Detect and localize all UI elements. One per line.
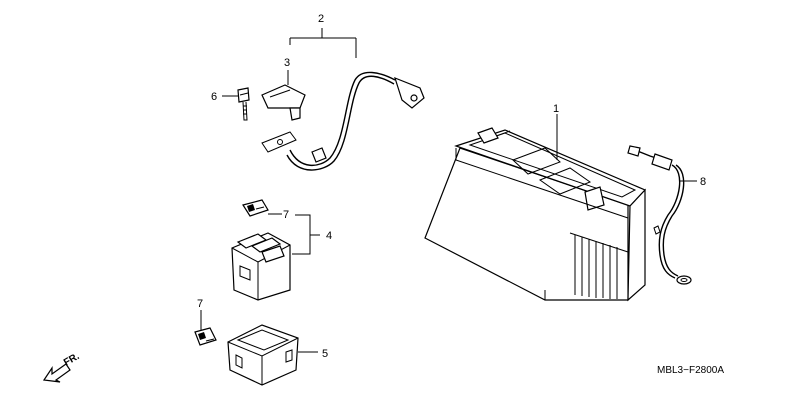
diagram-code: MBL3−F2800A [657, 365, 724, 376]
battery [424, 127, 647, 302]
fuse-lower [194, 327, 217, 346]
negative-cable [261, 71, 425, 171]
callout-3: 3 [284, 57, 290, 69]
front-label: FR. [62, 351, 82, 369]
bolt [237, 87, 250, 121]
callout-1: 1 [553, 103, 559, 115]
terminal-cover [261, 84, 306, 121]
callout-2: 2 [318, 13, 324, 25]
callout-4: 4 [326, 230, 332, 242]
positive-cable [627, 145, 692, 285]
front-direction-arrow: FR. [42, 351, 82, 383]
relay [231, 232, 291, 301]
callout-8: 8 [700, 176, 706, 188]
callout-5: 5 [322, 348, 328, 360]
callout-6: 6 [211, 91, 217, 103]
relay-holder [227, 324, 299, 386]
leader-lines [200, 28, 697, 353]
fuse-upper [242, 199, 269, 217]
callout-7-lower: 7 [197, 298, 203, 310]
callout-7-upper: 7 [283, 209, 289, 221]
